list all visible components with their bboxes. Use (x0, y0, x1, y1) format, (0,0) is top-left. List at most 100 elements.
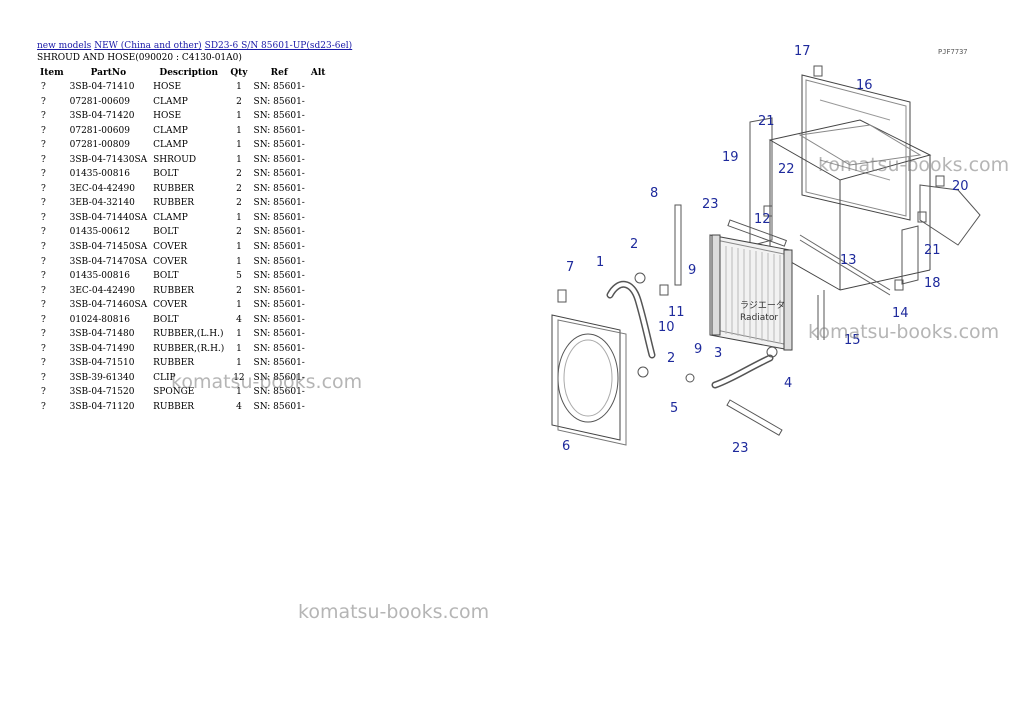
cell-description: COVER (153, 300, 188, 311)
cell-partno: 3SB-04-71480 (69, 329, 135, 340)
cell-ref: SN: 85601- (253, 300, 305, 311)
frame-box-drawing (749, 117, 981, 296)
cell-alt (308, 240, 329, 255)
cell-ref: SN: 85601- (253, 358, 305, 369)
cell-qty: 1 (236, 111, 242, 122)
cell-alt (308, 124, 329, 139)
callout-13: 13 (840, 253, 857, 268)
cell-description: RUBBER (153, 198, 195, 209)
cell-alt (308, 153, 329, 168)
callout-6: 6 (562, 439, 570, 454)
breadcrumb-link-model[interactable]: SD23-6 S/N 85601-UP(sd23-6el) (204, 41, 353, 51)
col-header-partno: PartNo (90, 68, 127, 78)
cell-alt (308, 356, 329, 371)
cell-ref: SN: 85601- (253, 169, 305, 180)
cell-alt (308, 138, 329, 153)
cell-ref: SN: 85601- (253, 212, 305, 223)
cell-description: BOLT (153, 227, 179, 238)
cell-ref: SN: 85601- (253, 402, 305, 413)
callout-9-bottom: 9 (694, 342, 702, 357)
cell-item: ? (41, 82, 46, 92)
cell-ref: SN: 85601- (253, 256, 305, 267)
parts-table: Item PartNo Description Qty Ref Alt ?3SB… (37, 66, 328, 415)
callouts: 17 16 21 19 22 20 8 23 12 2 7 1 9 11 10 … (562, 44, 969, 456)
cell-partno: 3SB-04-71490 (69, 343, 135, 354)
cell-description: RUBBER,(R.H.) (153, 343, 225, 354)
col-header-ref: Ref (270, 68, 288, 78)
cell-alt (308, 342, 329, 357)
callout-11: 11 (668, 305, 685, 320)
cell-partno: 07281-00609 (69, 96, 130, 107)
cell-description: HOSE (153, 111, 182, 122)
callout-12: 12 (754, 212, 771, 227)
cell-ref: SN: 85601- (253, 242, 305, 253)
cell-qty: 1 (236, 343, 242, 354)
cell-item: ? (41, 314, 46, 325)
cell-item: ? (41, 343, 46, 354)
cell-partno: 07281-00609 (69, 125, 130, 136)
cell-partno: 01024-80816 (69, 314, 130, 325)
callout-18: 18 (924, 276, 941, 291)
cell-description: RUBBER,(L.H.) (153, 329, 224, 340)
col-header-item: Item (40, 68, 64, 78)
cell-qty: 1 (236, 242, 242, 253)
cell-partno: 3SB-04-71120 (69, 402, 135, 413)
cell-partno: 3SB-39-61340 (69, 372, 135, 383)
cell-item: ? (41, 111, 46, 122)
cell-partno: 3EC-04-42490 (69, 285, 135, 296)
callout-9-top: 9 (688, 263, 696, 278)
cell-ref: SN: 85601- (253, 227, 305, 238)
cell-partno: 3SB-04-71410 (69, 82, 135, 92)
callout-23-top: 23 (702, 197, 719, 212)
radiator-label: Radiator (740, 313, 778, 323)
cell-partno: 3EC-04-42490 (69, 183, 135, 194)
table-header-row: Item PartNo Description Qty Ref Alt (37, 66, 328, 80)
cell-qty: 5 (236, 271, 242, 282)
cell-description: RUBBER (153, 358, 195, 369)
callout-3: 3 (714, 346, 722, 361)
cell-item: ? (41, 358, 46, 369)
cell-partno: 3SB-04-71420 (69, 111, 135, 122)
cell-ref: SN: 85601- (253, 329, 305, 340)
cell-alt (308, 196, 329, 211)
cell-alt (308, 109, 329, 124)
cell-item: ? (41, 140, 46, 151)
cell-alt (308, 298, 329, 313)
callout-1: 1 (596, 255, 604, 270)
cell-item: ? (41, 285, 46, 296)
cell-ref: SN: 85601- (253, 140, 305, 151)
cell-qty: 2 (236, 227, 242, 238)
cell-alt (308, 80, 329, 95)
cell-qty: 12 (233, 372, 245, 383)
cell-ref: SN: 85601- (253, 198, 305, 209)
callout-7: 7 (566, 260, 574, 275)
callout-15: 15 (844, 333, 861, 348)
callout-2-top: 2 (630, 237, 638, 252)
cell-alt (308, 400, 329, 415)
breadcrumb-link-region[interactable]: NEW (China and other) (94, 41, 202, 51)
cell-item: ? (41, 96, 46, 107)
cell-qty: 4 (236, 402, 242, 413)
radiator-drawing: ラジエータ Radiator (709, 234, 793, 351)
cell-partno: 3EB-04-32140 (69, 198, 135, 209)
cell-qty: 1 (236, 125, 242, 136)
cell-description: RUBBER (153, 183, 195, 194)
breadcrumb-link-new-models[interactable]: new models (37, 41, 92, 51)
cell-partno: 01435-00612 (69, 227, 130, 238)
cell-qty: 2 (236, 285, 242, 296)
